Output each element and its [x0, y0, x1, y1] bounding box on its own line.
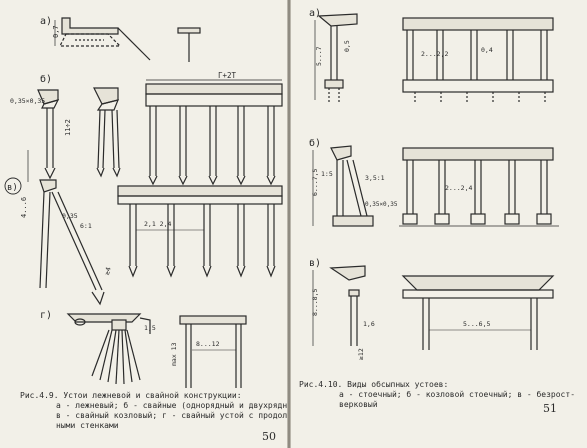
fig-4-9-v: в) 4...6 0,35 6:1 ≥4 — [4, 177, 283, 306]
dim-b-24: 2...2,4 — [445, 184, 472, 192]
dim-b-35: 3,5:1 — [365, 174, 385, 182]
dim-b-11: 11÷2 — [64, 119, 72, 136]
dim-v-4: ≥4 — [103, 266, 113, 276]
label-v: в) — [7, 183, 18, 193]
dim-a-07: 0,7 — [52, 25, 60, 38]
figure-4-9-caption: Рис.4.9. Устои лежневой и свайной констр… — [20, 391, 287, 431]
dim-a-05: 0,5 — [343, 40, 351, 52]
dim-v-565: 5...6,5 — [463, 320, 490, 328]
dim-v-16: 1,6 — [363, 320, 375, 328]
dim-g-span: 8...12 — [196, 340, 220, 348]
label-b: б) — [40, 73, 52, 85]
page-number-left: 50 — [262, 430, 276, 443]
caption-line: ными стенками — [56, 421, 119, 430]
label-g: г) — [40, 310, 52, 321]
book-gutter — [287, 0, 291, 448]
label-v: в) — [309, 258, 321, 269]
fig-4-9-g: г) 1,5 8...12 max 13 — [40, 310, 247, 388]
left-page: а) 0,7 б) 0,35×0,35 11÷2 — [0, 0, 287, 448]
caption-line: а - лежневый; б - свайные (однорядный и … — [56, 401, 287, 410]
fig-4-9-b: б) 0,35×0,35 11÷2 Г+2Т — [10, 71, 283, 186]
caption-title: Рис.4.10. Виды обсыпных устоев: — [299, 380, 449, 389]
label-b: б) — [309, 137, 321, 149]
label-a: а) — [40, 16, 52, 27]
figure-4-9-drawings: а) 0,7 б) 0,35×0,35 11÷2 — [4, 16, 283, 388]
dim-v-6: 4...6 — [20, 197, 28, 218]
dim-v-85: 8...8,5 — [311, 289, 319, 316]
fig-4-10-b: б) 6...7,5 1:5 3,5:1 0,35×0,35 — [309, 137, 559, 227]
dim-v-61: 6:1 — [80, 222, 92, 230]
dim-b-035: 0,35×0,35 — [365, 201, 398, 208]
dim-g-max: max 13 — [170, 342, 178, 366]
caption-line: а - стоечный; б - козловой стоечный; в -… — [339, 390, 576, 399]
dim-b-675: 6...7,5 — [311, 169, 319, 196]
caption-line: верковый — [339, 400, 378, 409]
dim-v-035: 0,35 — [62, 212, 78, 220]
fig-4-9-a: а) 0,7 — [40, 16, 201, 62]
dim-a-04: 0,4 — [481, 46, 493, 54]
dim-v-spans: 2,1 2,4 — [144, 220, 171, 228]
dim-g-15: 1,5 — [144, 324, 156, 332]
caption-title: Рис.4.9. Устои лежневой и свайной констр… — [20, 391, 242, 400]
page-number-right: 51 — [543, 402, 557, 415]
dim-a-57: 5...7 — [315, 46, 323, 66]
dim-b-035: 0,35×0,35 — [10, 97, 45, 105]
dim-v-12: ≥12 — [357, 348, 365, 360]
dim-b-15: 1:5 — [321, 170, 333, 178]
right-page: а) 5...7 0,5 2...2,2 0,4 — [291, 0, 587, 448]
caption-line: в - свайный козловый; г - свайный устой … — [56, 411, 287, 420]
fig-4-10-a: а) 5...7 0,5 2...2,2 0,4 — [309, 8, 554, 104]
figure-4-10-drawings: а) 5...7 0,5 2...2,2 0,4 — [309, 8, 559, 360]
label-a: а) — [309, 8, 321, 19]
fig-4-10-v: в) 8...8,5 1,6 ≥12 5...6,5 — [309, 258, 555, 360]
dim-b-r2t: Г+2Т — [218, 71, 237, 80]
dim-a-22: 2...2,2 — [421, 50, 448, 58]
figure-4-10-caption: Рис.4.10. Виды обсыпных устоев: а - стое… — [299, 380, 575, 410]
